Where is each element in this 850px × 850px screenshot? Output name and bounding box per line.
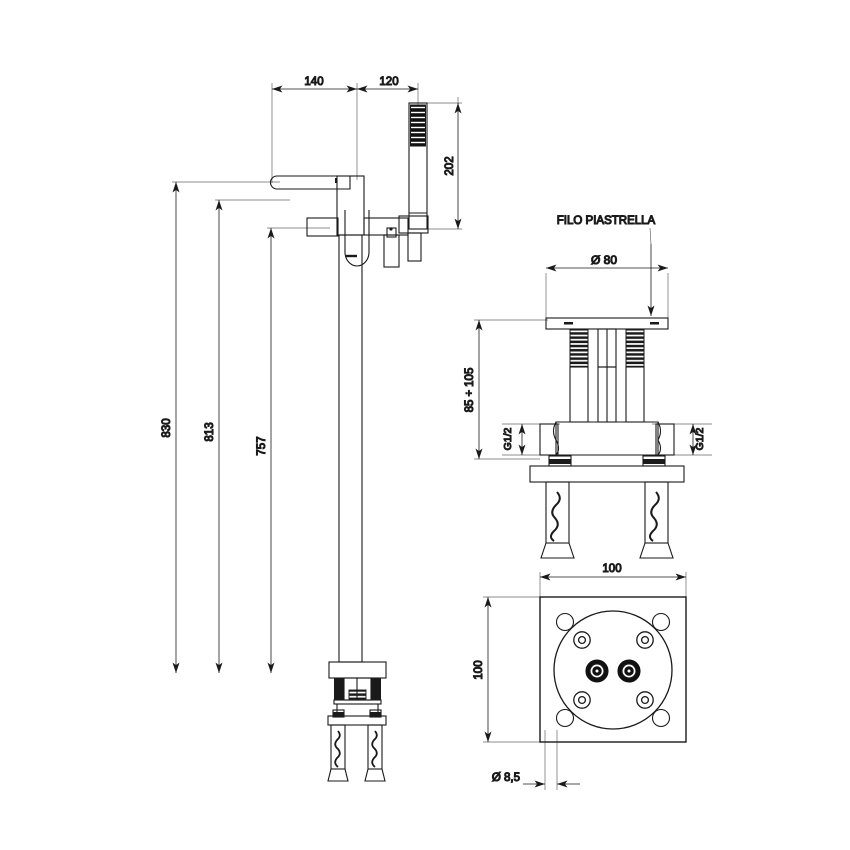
dimension-140-label: 140: [304, 76, 323, 88]
corner-hole-top-right: [651, 612, 671, 632]
corner-hole-bottom-right: [651, 708, 671, 728]
shower-handset: [408, 102, 428, 230]
lever-handle: [306, 217, 339, 237]
diverter-assembly: [363, 217, 409, 268]
detail-anchor-bolt-right: [639, 481, 674, 559]
dimension-120-label: 120: [379, 76, 398, 88]
dimension-adjust-range: 85 ÷ 105: [463, 319, 548, 460]
dimension-757-label: 757: [256, 436, 268, 455]
dimension-120: 120: [357, 75, 418, 93]
cartridge-loop: [344, 210, 370, 267]
dimension-plate-depth-label: 100: [473, 660, 485, 679]
dimension-202: 202: [418, 102, 462, 230]
dimension-plate-width-label: 100: [602, 563, 621, 575]
dimension-830: 830: [160, 181, 280, 673]
base-assembly: [327, 661, 387, 782]
spout-arm: [269, 175, 351, 190]
dimension-adjust-range-label: 85 ÷ 105: [464, 368, 476, 413]
anchor-bolt-right: [364, 709, 386, 782]
dimension-hole-diameter: Ø 8,5: [491, 730, 580, 790]
base-flange: [328, 661, 387, 679]
dimension-diameter-80: Ø 80: [545, 252, 669, 318]
dimension-plate-depth: 100: [472, 596, 543, 743]
mixer-body: [306, 175, 370, 663]
detail-base-plate: [529, 455, 685, 559]
dimension-830-label: 830: [161, 418, 173, 437]
tile-level-annotation: FILO PIASTRELLA: [556, 214, 656, 316]
dimension-813-label: 813: [204, 422, 216, 441]
water-inlet-ports: [585, 659, 641, 683]
dimension-813: 813: [203, 199, 290, 673]
detail-anchor-bolt-left: [540, 481, 575, 559]
tile-level-label: FILO PIASTRELLA: [557, 215, 656, 227]
dimension-g12-right: G1/2: [652, 423, 712, 456]
dimension-202-label: 202: [444, 156, 456, 175]
corner-hole-top-left: [555, 612, 575, 632]
floor-plate: [327, 715, 387, 726]
detail-section-view: FILO PIASTRELLA Ø 80 85 ÷ 105 G1/2: [463, 214, 712, 559]
dimension-g12-left: G1/2: [501, 423, 560, 456]
dimension-757: 757: [255, 227, 330, 673]
cover-plate: [545, 317, 669, 330]
corner-hole-bottom-left: [555, 708, 575, 728]
dimension-plate-width: 100: [539, 562, 687, 597]
front-elevation-view: 140 120 202 830 813 757: [160, 75, 462, 782]
dimension-140: 140: [272, 75, 357, 93]
dimension-g12-left-label: G1/2: [502, 427, 514, 450]
handset-holder: [398, 215, 429, 262]
dimension-hole-diameter-label: Ø 8,5: [492, 772, 520, 784]
dimension-g12-right-label: G1/2: [694, 427, 706, 450]
dimension-diameter-80-label: Ø 80: [591, 253, 617, 267]
fixing-screws: [573, 631, 654, 709]
threaded-risers: [569, 328, 645, 423]
connection-body: [539, 421, 675, 456]
anchor-bolt-left: [327, 709, 349, 782]
extension-lines-top: [271, 83, 459, 183]
base-plate-plan: [539, 596, 687, 743]
bottom-plan-view: 100 100 Ø 8,5: [472, 562, 687, 790]
